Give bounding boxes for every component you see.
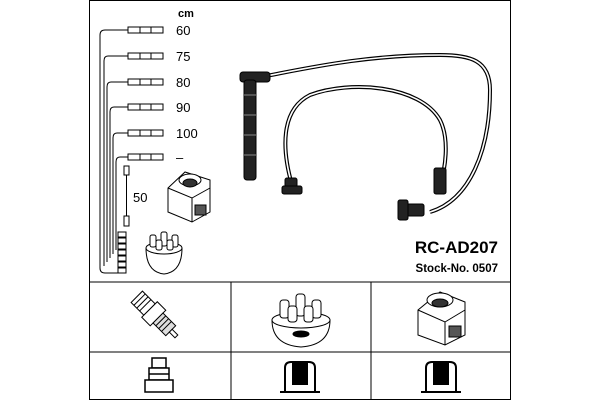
cable-lead-75: 75: [103, 49, 190, 266]
length-label-100: 100: [176, 126, 198, 141]
length-label-60: 60: [176, 23, 190, 38]
distributor-cap-large-icon: [271, 293, 331, 348]
length-label-75: 75: [176, 49, 190, 64]
stock-number: Stock-No. 0507: [416, 263, 498, 275]
ignition-coil-icon: [167, 171, 211, 223]
length-label-90: 90: [176, 100, 190, 115]
unit-label: cm: [178, 8, 194, 20]
cable-length-list: 60 75 80 90 100: [99, 23, 198, 274]
cable-lead-60: 60: [99, 23, 190, 268]
cable-lead-100: 100: [112, 126, 198, 254]
distributor-terminal-icon: [280, 361, 320, 393]
angled-boot-icon-bottom: [397, 199, 425, 221]
cable-lead-50: 50: [123, 165, 147, 227]
cable-lead-unspecified: –: [115, 150, 184, 250]
length-label-80: 80: [176, 75, 190, 90]
cable-lead-80: 80: [106, 75, 190, 262]
ignition-lead-cables: [239, 52, 493, 221]
ignition-coil-large-icon: [417, 291, 466, 346]
length-label-unspecified: –: [176, 150, 184, 165]
length-label-50: 50: [133, 190, 147, 205]
coil-terminal-icon: [421, 361, 461, 393]
straight-boot-icon: [239, 71, 271, 181]
model-number: RC-AD207: [415, 238, 498, 257]
terminal-stack: [99, 231, 127, 274]
plug-connector-icon: [144, 357, 174, 393]
angled-boot-icon-left: [281, 177, 303, 195]
cable-lead-90: 90: [109, 100, 190, 258]
angled-boot-icon-right: [433, 167, 447, 195]
distributor-cap-icon: [145, 231, 183, 275]
spark-plug-icon: [130, 290, 179, 339]
